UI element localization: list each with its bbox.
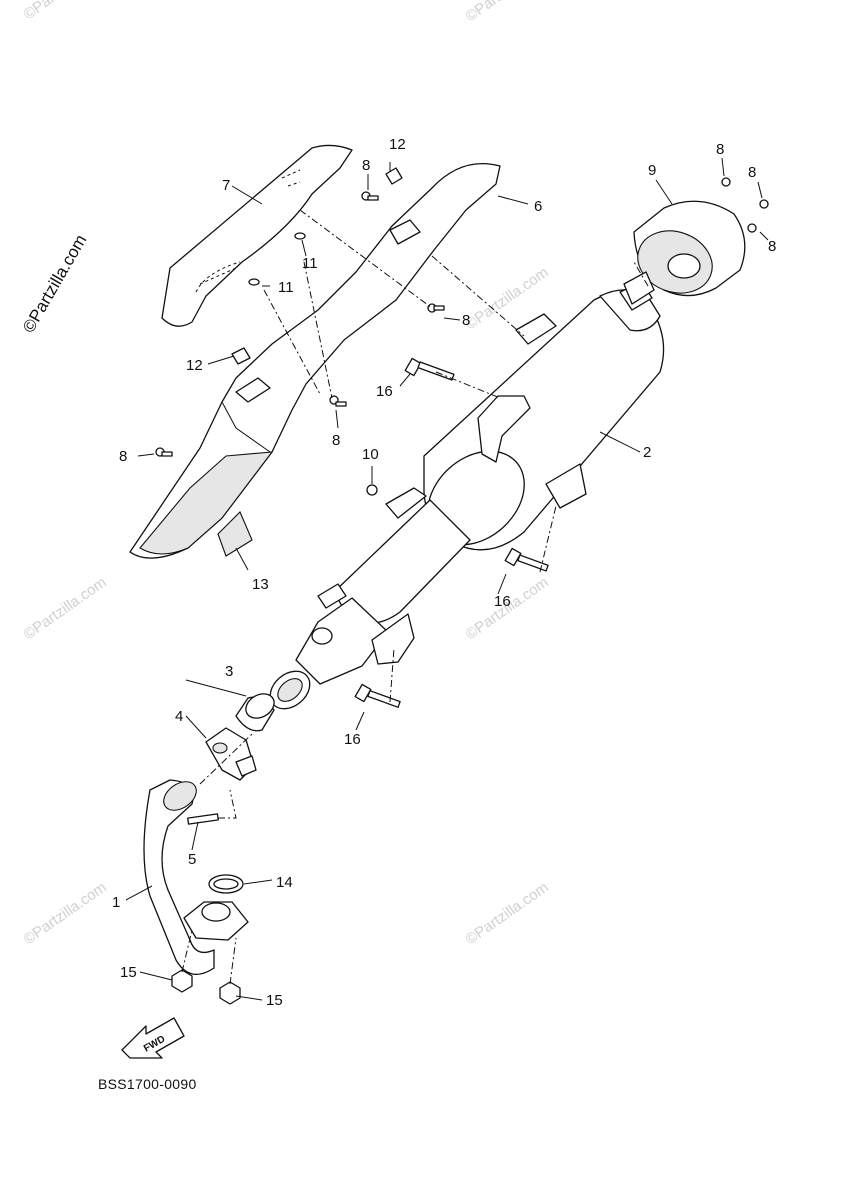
callout-7: 7 (222, 177, 230, 194)
part-9-cap (623, 200, 746, 305)
callout-3: 3 (225, 663, 233, 680)
callout-8e: 8 (716, 141, 724, 158)
watermark-main: ©Partzilla.com (19, 231, 90, 336)
watermark-faint: ©Partzilla.com (21, 574, 110, 644)
part-4-clamp (205, 727, 257, 781)
callout-6: 6 (534, 198, 542, 215)
callout-9: 9 (648, 162, 656, 179)
callout-8g: 8 (768, 238, 776, 255)
callout-16a: 16 (376, 383, 393, 400)
watermark-faint: ©Partzilla.com (463, 0, 552, 25)
callout-numbers: 1 2 3 4 5 6 7 8 8 8 8 8 8 8 9 10 11 11 1… (112, 136, 776, 1009)
part-2-muffler (269, 281, 665, 710)
callout-5: 5 (188, 851, 196, 868)
diagram-code: BSS1700-0090 (98, 1076, 197, 1092)
callout-10: 10 (362, 446, 379, 463)
part-14-gasket (208, 874, 244, 894)
fwd-arrow: FWD (121, 1017, 185, 1059)
part-13-plate (217, 511, 253, 557)
callout-16c: 16 (344, 731, 361, 748)
watermark-faint: ©Partzilla.com (21, 879, 110, 949)
callout-12b: 12 (186, 357, 203, 374)
watermark-faint: ©Partzilla.com (21, 0, 110, 23)
callout-4: 4 (175, 708, 183, 725)
callout-16b: 16 (494, 593, 511, 610)
part-7-heat-protector (161, 144, 353, 327)
alignment-lines (181, 209, 649, 985)
part-3-gasket (235, 693, 275, 732)
callout-12a: 12 (389, 136, 406, 153)
callout-8b: 8 (462, 312, 470, 329)
callout-2: 2 (643, 444, 651, 461)
callout-8d: 8 (119, 448, 127, 465)
callout-11a: 11 (302, 255, 318, 272)
callout-8f: 8 (748, 164, 756, 181)
callout-14: 14 (276, 874, 293, 891)
callout-11b: 11 (278, 279, 294, 296)
callout-15b: 15 (266, 992, 283, 1009)
callout-13: 13 (252, 576, 269, 593)
callout-15a: 15 (120, 964, 137, 981)
part-6-heat-protector (129, 162, 501, 559)
callout-1: 1 (112, 894, 120, 911)
callout-8c: 8 (332, 432, 340, 449)
callout-8a: 8 (362, 157, 370, 174)
part-1-exhaust-pipe (143, 779, 249, 976)
watermark-faint: ©Partzilla.com (463, 879, 552, 949)
leader-lines (125, 157, 769, 1001)
hardware-bolts (155, 167, 769, 1005)
